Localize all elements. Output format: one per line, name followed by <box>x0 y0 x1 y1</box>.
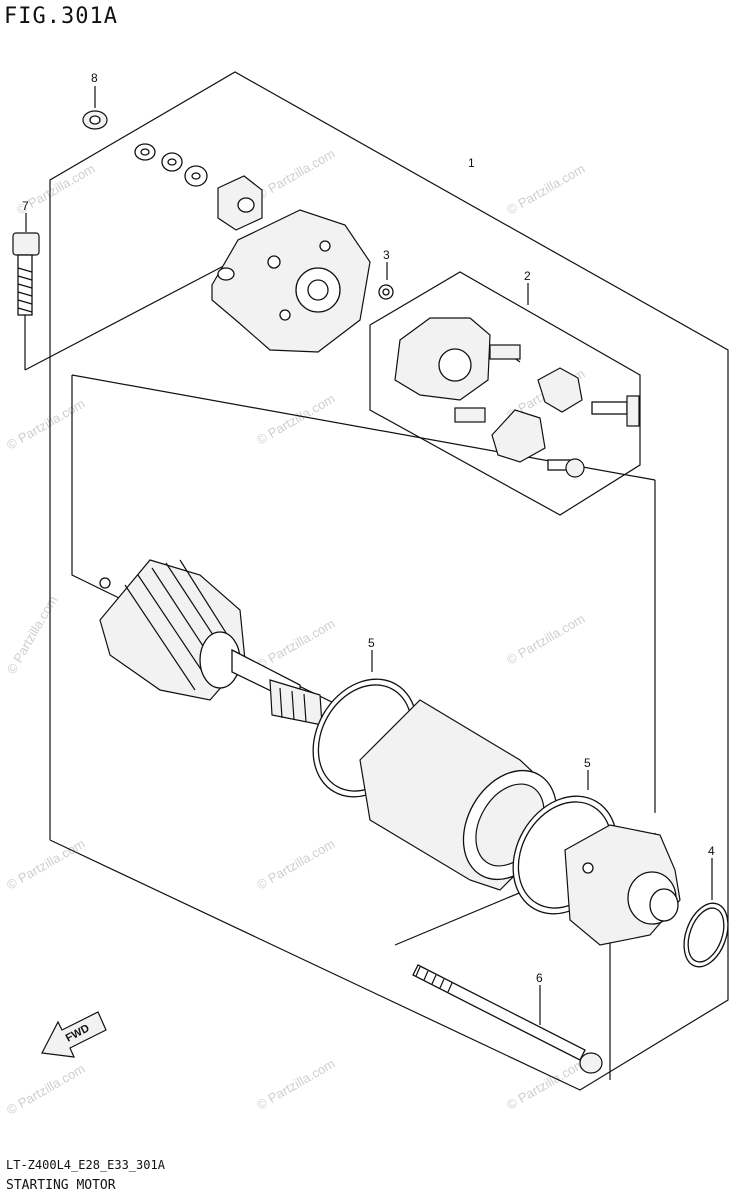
callout-number: 2 <box>524 269 531 283</box>
shaft-end <box>99 577 111 589</box>
front-o-ring <box>683 858 729 968</box>
front-hub-inner <box>649 888 679 922</box>
watermark-text: © Partzilla.com <box>254 391 337 448</box>
mount-hole <box>319 240 331 252</box>
callout-layer: 1 2 3 4 5 5 6 7 8 <box>22 71 715 985</box>
commutator-lines <box>124 559 241 691</box>
bolt-thread <box>415 966 453 993</box>
callout-number: 7 <box>22 199 29 213</box>
figure-caption: STARTING MOTOR <box>6 1178 116 1193</box>
watermark-text: © Partzilla.com <box>4 593 61 676</box>
o-ring-inner <box>687 907 725 963</box>
figure-title: FIG.301A <box>4 4 118 29</box>
bearing-bore <box>307 279 329 301</box>
washer-stack <box>134 143 208 187</box>
washer-hole <box>140 148 150 156</box>
callout-number: 8 <box>91 71 98 85</box>
watermark-text: © Partzilla.com <box>254 616 337 673</box>
callout-number: 3 <box>383 248 390 262</box>
brush-icon <box>491 409 546 463</box>
watermark-text: © Partzilla.com <box>504 611 587 668</box>
watermark-text: © Partzilla.com <box>504 161 587 218</box>
brush-icon <box>537 367 583 413</box>
callout-number: 6 <box>536 971 543 985</box>
drawing-code: LT-Z400L4_E28_E33_301A <box>6 1158 165 1172</box>
callout-number: 1 <box>468 156 475 170</box>
nut-hole <box>89 115 101 125</box>
rear-housing-icon <box>211 209 371 353</box>
watermark-text: © Partzilla.com <box>4 1061 87 1118</box>
mount-hole <box>279 309 291 321</box>
screw-head-icon <box>565 458 585 478</box>
bolt-shank-icon <box>412 964 586 1061</box>
screw-icon <box>591 401 628 415</box>
insulator-hole <box>237 197 255 213</box>
fwd-arrow-icon <box>41 1011 107 1058</box>
outline-brush-box <box>369 271 641 516</box>
terminal-insulator <box>217 175 263 231</box>
callout-number: 5 <box>368 636 375 650</box>
screw-head-icon <box>626 395 640 427</box>
watermark-text: © Partzilla.com <box>254 1056 337 1113</box>
brush-holder-bore <box>438 348 472 382</box>
washer-hole <box>167 158 177 166</box>
brush-holder-set <box>394 283 640 478</box>
terminal-boss <box>217 267 235 281</box>
rear-housing <box>211 209 371 353</box>
outline-assembly <box>49 71 729 1091</box>
callout-number: 4 <box>708 844 715 858</box>
gear-teeth <box>279 687 307 723</box>
mount-hole <box>267 255 281 269</box>
bolt-shank-icon <box>17 254 33 316</box>
spring-icon <box>454 407 486 423</box>
assembly-outline <box>24 71 729 1091</box>
nut-part <box>82 86 108 130</box>
mount-hole <box>582 862 594 874</box>
spring-icon <box>489 344 521 360</box>
watermark-text: © Partzilla.com <box>504 1056 587 1113</box>
armature <box>99 559 323 726</box>
small-seal-part <box>378 262 394 300</box>
seal-hole <box>382 288 390 296</box>
callout-number: 5 <box>584 756 591 770</box>
watermark-text: © Partzilla.com <box>4 836 87 893</box>
through-bolt <box>412 964 603 1074</box>
watermark-text: © Partzilla.com <box>254 146 337 203</box>
bolt-part <box>12 213 40 316</box>
watermark-text: © Partzilla.com <box>254 836 337 893</box>
outline-segment <box>24 259 236 371</box>
front-housing <box>564 824 681 946</box>
fwd-arrow: FWD <box>41 1011 107 1058</box>
bolt-thread <box>17 267 33 313</box>
watermark-text: © Partzilla.com <box>4 396 87 453</box>
washer-hole <box>191 172 201 180</box>
bolt-head-icon <box>579 1052 603 1074</box>
bolt-head-icon <box>12 232 40 256</box>
